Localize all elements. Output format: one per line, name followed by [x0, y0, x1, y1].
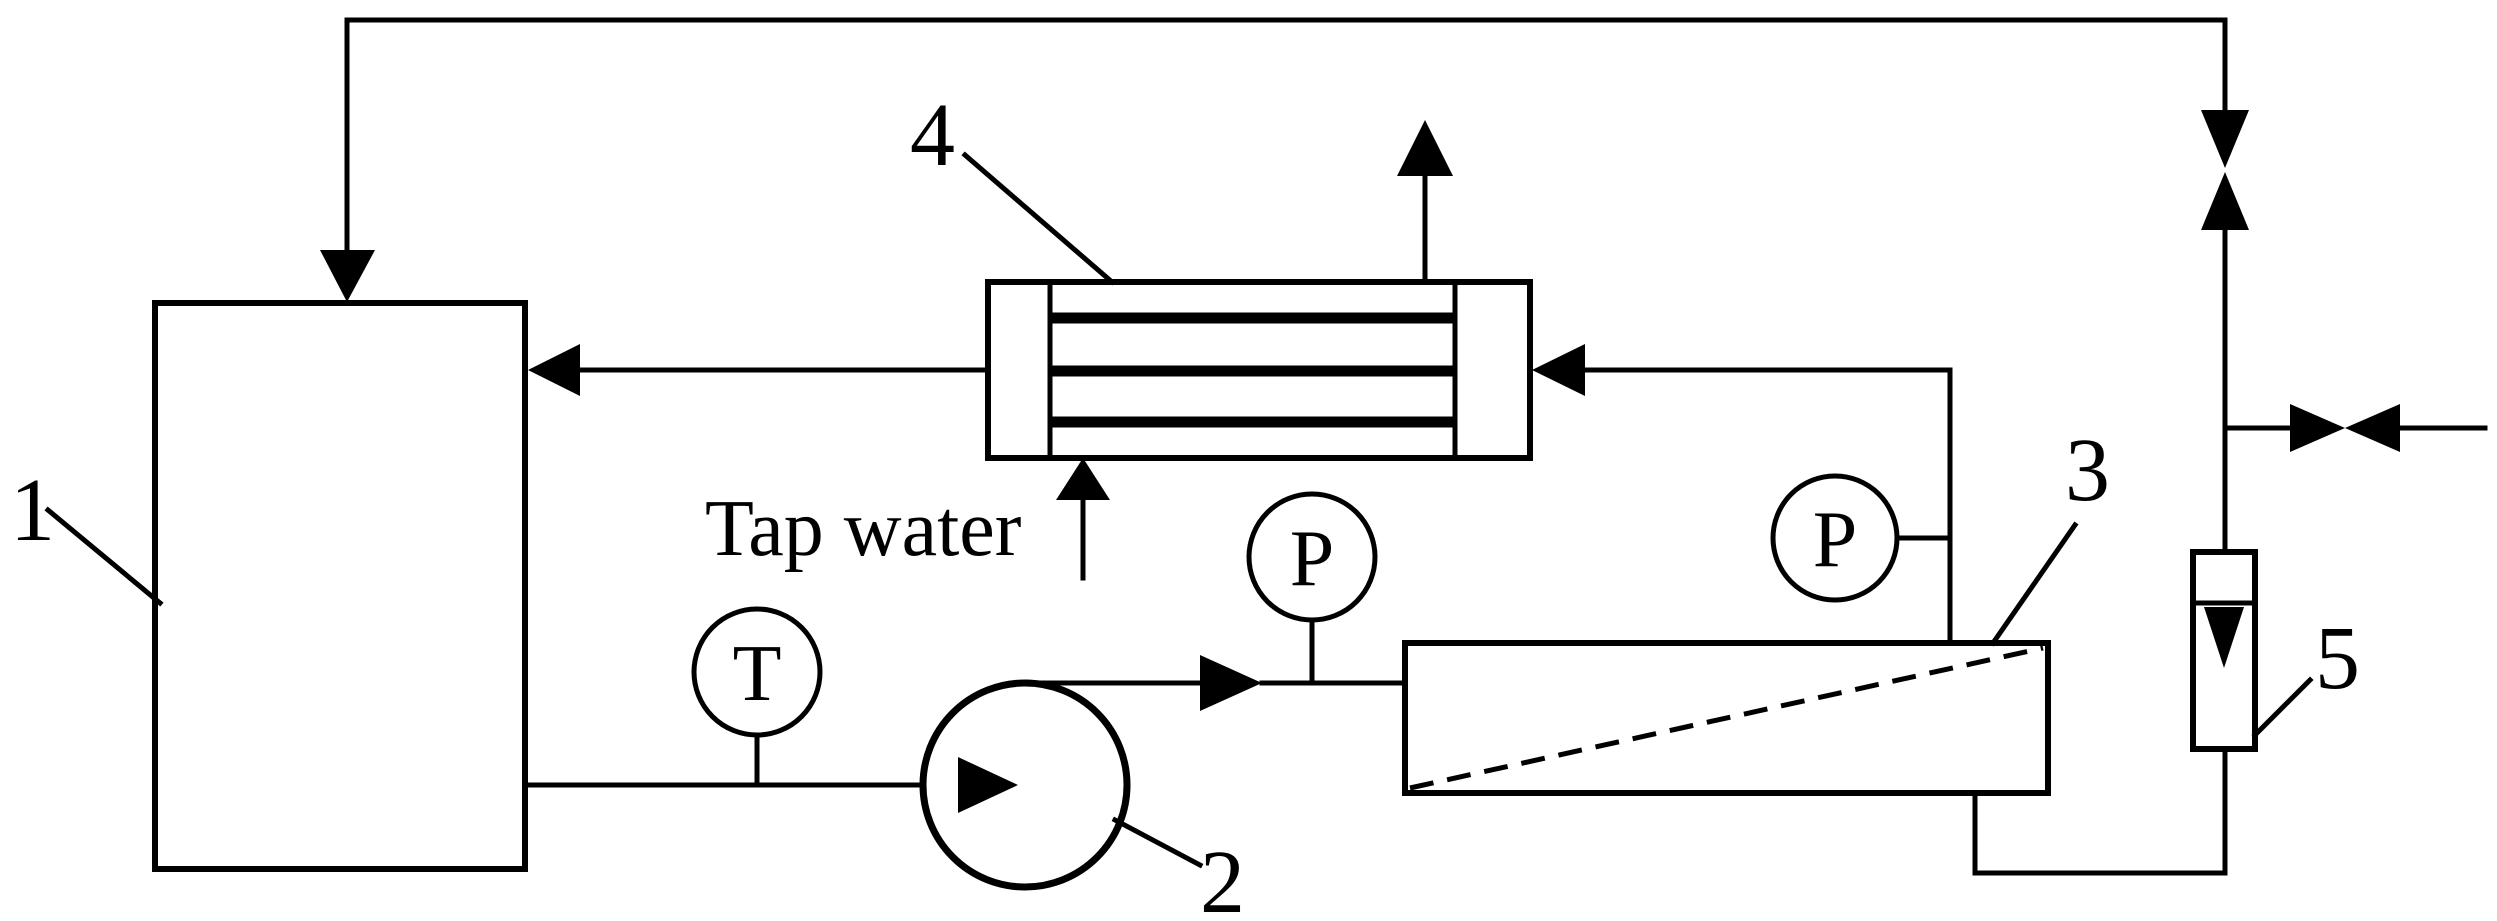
- membrane-dashed-line: [1409, 645, 2044, 791]
- membrane-module: [1402, 640, 2051, 796]
- flow-arrows: [320, 120, 1585, 711]
- temperature-gauge: T: [691, 606, 823, 738]
- label-tap-water: Tap water: [705, 485, 1021, 573]
- valve-top: [2201, 110, 2249, 230]
- label-pump: 2: [1200, 833, 1245, 921]
- valve-side: [2290, 404, 2400, 452]
- label-heat-exchanger: 4: [910, 86, 955, 185]
- feed-tank: [152, 300, 528, 872]
- heat-exchanger: [985, 279, 1533, 461]
- temperature-gauge-label: T: [733, 630, 782, 718]
- label-membrane-module: 3: [2065, 421, 2110, 520]
- pressure-gauge-inlet: P: [1246, 491, 1378, 623]
- flowmeter: [2190, 549, 2258, 752]
- pressure-gauge-inlet-label: P: [1290, 515, 1335, 603]
- pump-arrow: [958, 757, 1018, 813]
- pressure-gauge-outlet-label: P: [1813, 496, 1858, 584]
- pump: [919, 679, 1131, 891]
- label-flowmeter: 5: [2315, 609, 2360, 708]
- leader-lines: [44, 151, 2314, 869]
- label-tank: 1: [10, 461, 55, 560]
- piping: [344, 17, 2488, 876]
- pressure-gauge-outlet: P: [1770, 473, 1900, 603]
